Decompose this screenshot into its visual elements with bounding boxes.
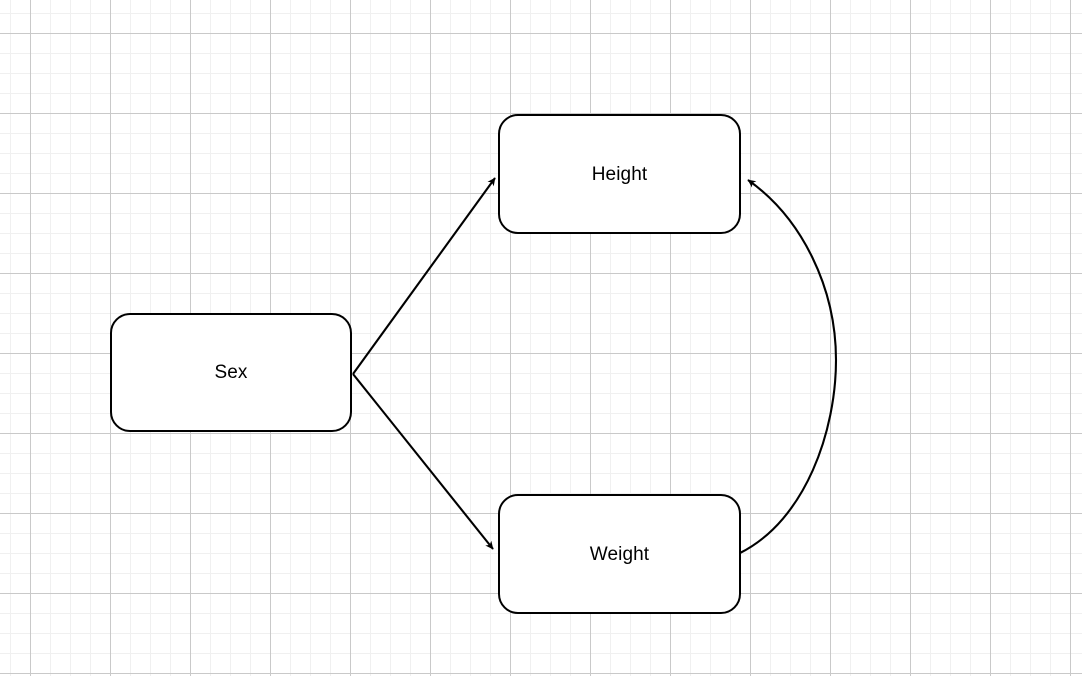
node-height[interactable]: Height [498,114,741,234]
edge-sex-to-weight[interactable] [352,373,494,550]
edge-weight-to-height[interactable] [739,179,838,554]
node-weight[interactable]: Weight [498,494,741,614]
node-sex[interactable]: Sex [110,313,352,432]
node-sex-label: Sex [214,362,248,383]
node-weight-label: Weight [589,543,650,565]
edge-sex-to-height[interactable] [352,177,496,375]
node-height-label: Height [591,163,648,185]
